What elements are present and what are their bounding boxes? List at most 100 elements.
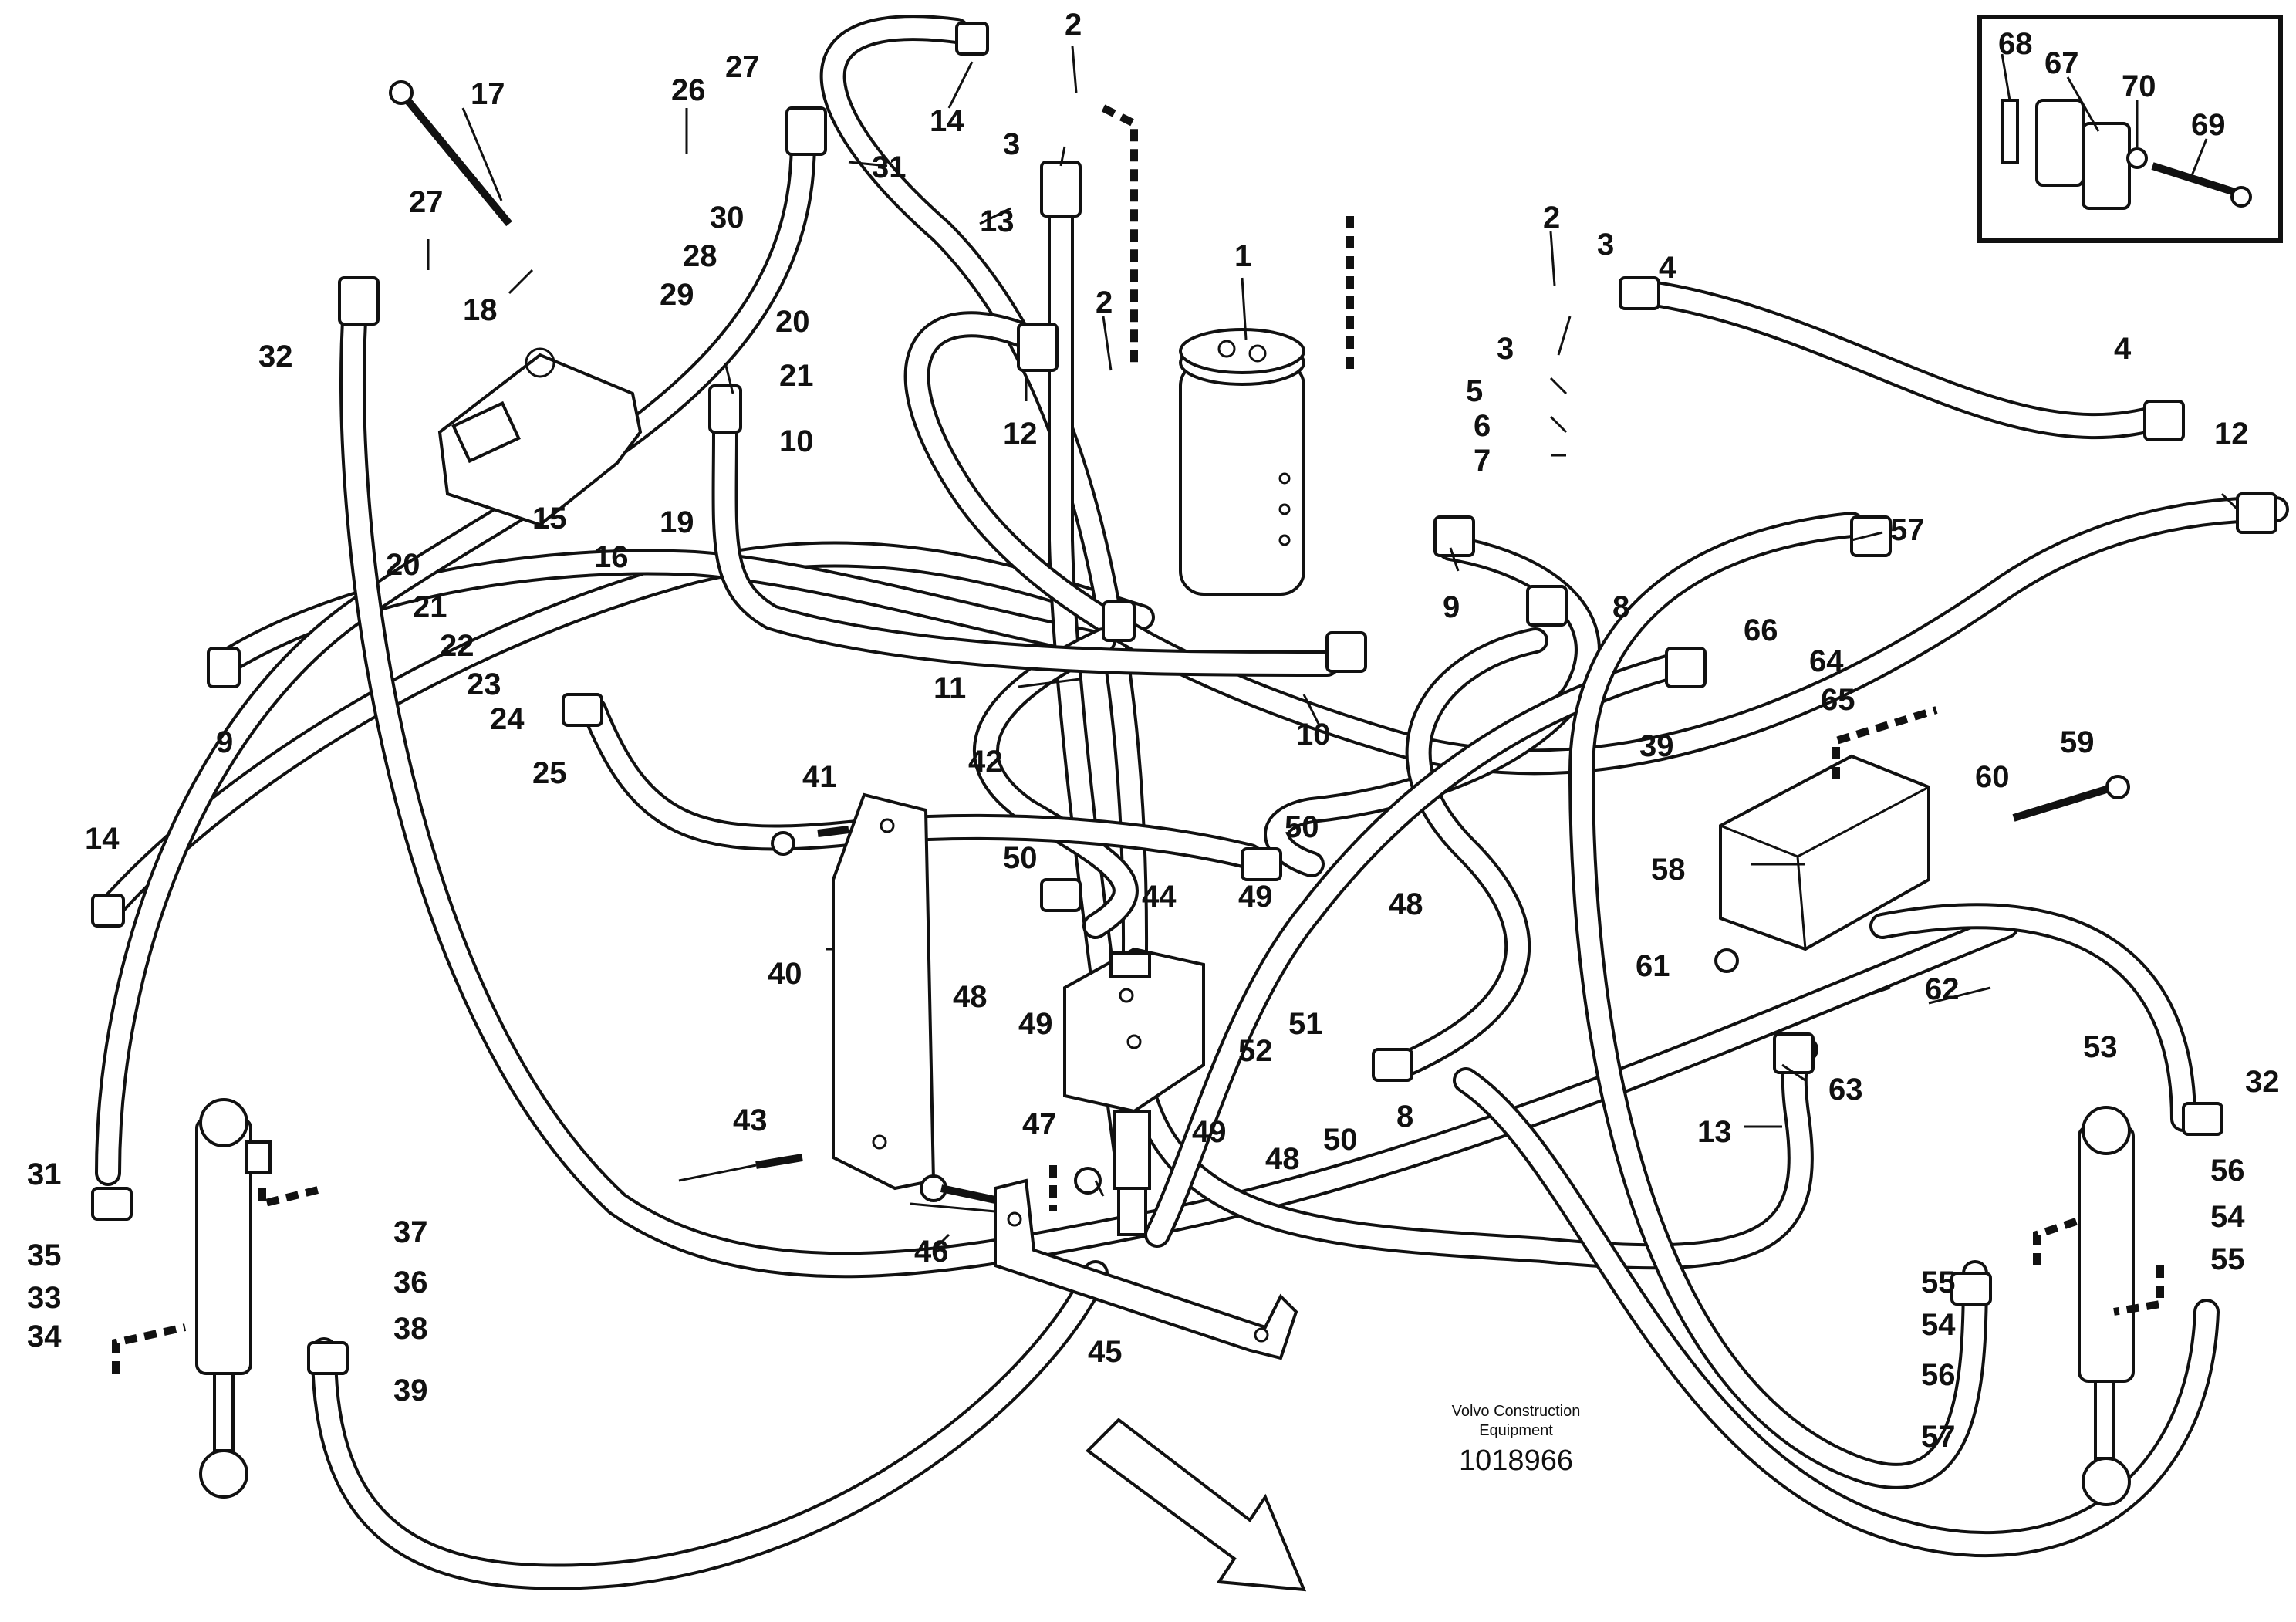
bolts: [389, 80, 2130, 1204]
callout-44: 44: [1142, 880, 1177, 914]
callout-14: 14: [930, 104, 964, 138]
callout-2: 2: [1096, 286, 1113, 319]
callout-11: 11: [934, 671, 966, 705]
callout-63: 63: [1828, 1073, 1863, 1107]
callout-49: 49: [1018, 1007, 1053, 1041]
callout-8: 8: [1612, 590, 1629, 624]
callout-39: 39: [393, 1374, 428, 1407]
cylinder-left: [195, 1098, 272, 1499]
callout-30: 30: [710, 201, 745, 235]
callout-32: 32: [2245, 1065, 2280, 1099]
callout-13: 13: [980, 204, 1015, 238]
callout-58: 58: [1651, 853, 1686, 887]
callout-2: 2: [1065, 8, 1082, 42]
bracket-part-40: [832, 792, 936, 1191]
callout-25: 25: [532, 756, 567, 790]
callout-69: 69: [2191, 108, 2226, 142]
callout-labels: 1 2 2 2 3 3 3 4 4 5 6 7 8 8 9 9 10 10 11…: [27, 8, 2280, 1454]
callout-13: 13: [1697, 1115, 1732, 1149]
direction-arrow-icon: [1085, 1418, 1307, 1592]
callout-21: 21: [779, 359, 814, 393]
callout-27: 27: [409, 185, 444, 219]
dashed-connectors: [112, 104, 2164, 1374]
callout-47: 47: [1022, 1107, 1057, 1141]
brand-block: Volvo Construction Equipment 1018966: [1452, 1403, 1581, 1477]
callout-35: 35: [27, 1238, 62, 1272]
callout-10: 10: [1296, 718, 1331, 752]
callout-48: 48: [1389, 887, 1423, 921]
callout-50: 50: [1285, 810, 1319, 844]
callout-32: 32: [258, 340, 293, 373]
canister-part-1: [1179, 328, 1305, 596]
callout-61: 61: [1636, 949, 1670, 983]
document-number: 1018966: [1459, 1445, 1573, 1477]
valve-block-part-58: [1719, 754, 1930, 951]
callout-12: 12: [2214, 417, 2249, 451]
callout-12: 12: [1003, 417, 1038, 451]
callout-6: 6: [1474, 409, 1491, 443]
callout-56: 56: [2210, 1154, 2245, 1188]
callout-19: 19: [660, 505, 694, 539]
callout-60: 60: [1975, 760, 2010, 794]
callout-28: 28: [683, 239, 718, 273]
fittings: [91, 22, 2277, 1375]
valve-block-part-15: [437, 347, 643, 527]
callout-9: 9: [216, 725, 233, 759]
callout-50: 50: [1003, 841, 1038, 875]
callout-46: 46: [914, 1235, 949, 1269]
callout-21: 21: [413, 590, 447, 624]
callout-31: 31: [27, 1157, 62, 1191]
brand-line-2: Equipment: [1479, 1422, 1553, 1439]
callout-43: 43: [733, 1103, 768, 1137]
callout-27: 27: [725, 50, 760, 84]
callout-5: 5: [1466, 374, 1483, 408]
callout-57: 57: [1921, 1420, 1956, 1454]
callout-16: 16: [594, 540, 629, 574]
callout-39: 39: [1639, 729, 1674, 763]
callout-49: 49: [1192, 1115, 1227, 1149]
callout-59: 59: [2060, 725, 2095, 759]
brand-line-1: Volvo Construction: [1452, 1403, 1581, 1420]
callout-22: 22: [440, 629, 474, 663]
callout-17: 17: [471, 77, 505, 111]
callout-31: 31: [872, 150, 907, 184]
callout-18: 18: [463, 293, 498, 327]
callout-56: 56: [1921, 1358, 1956, 1392]
bracket-part-45: [994, 1178, 1298, 1360]
callout-42: 42: [968, 745, 1003, 779]
callout-55: 55: [1921, 1265, 1956, 1299]
callout-64: 64: [1809, 644, 1844, 678]
callout-3: 3: [1597, 228, 1614, 262]
leader-lines: [427, 46, 2239, 1252]
callout-9: 9: [1443, 590, 1460, 624]
callout-67: 67: [2044, 46, 2079, 80]
callout-65: 65: [1821, 683, 1855, 717]
callout-29: 29: [660, 278, 694, 312]
callout-54: 54: [2210, 1200, 2245, 1234]
callout-55: 55: [2210, 1242, 2245, 1276]
callout-7: 7: [1474, 444, 1491, 478]
callout-4: 4: [1659, 251, 1676, 285]
callout-36: 36: [393, 1265, 428, 1299]
callout-34: 34: [27, 1320, 62, 1353]
callout-20: 20: [386, 548, 420, 582]
callout-20: 20: [775, 305, 810, 339]
callout-49: 49: [1238, 880, 1273, 914]
callout-26: 26: [671, 73, 706, 107]
callout-40: 40: [768, 957, 802, 991]
callout-33: 33: [27, 1281, 62, 1315]
callout-51: 51: [1288, 1007, 1323, 1041]
callout-38: 38: [393, 1312, 428, 1346]
callout-68: 68: [1998, 27, 2033, 61]
callout-53: 53: [2083, 1030, 2118, 1064]
hose-group: [95, 15, 2289, 1590]
callout-10: 10: [779, 424, 814, 458]
callout-23: 23: [467, 667, 501, 701]
callout-45: 45: [1088, 1335, 1123, 1369]
callout-52: 52: [1238, 1034, 1273, 1068]
callout-50: 50: [1323, 1123, 1358, 1157]
callout-48: 48: [953, 980, 988, 1014]
callout-54: 54: [1921, 1308, 1956, 1342]
callout-1: 1: [1234, 239, 1251, 273]
callout-3: 3: [1497, 332, 1514, 366]
